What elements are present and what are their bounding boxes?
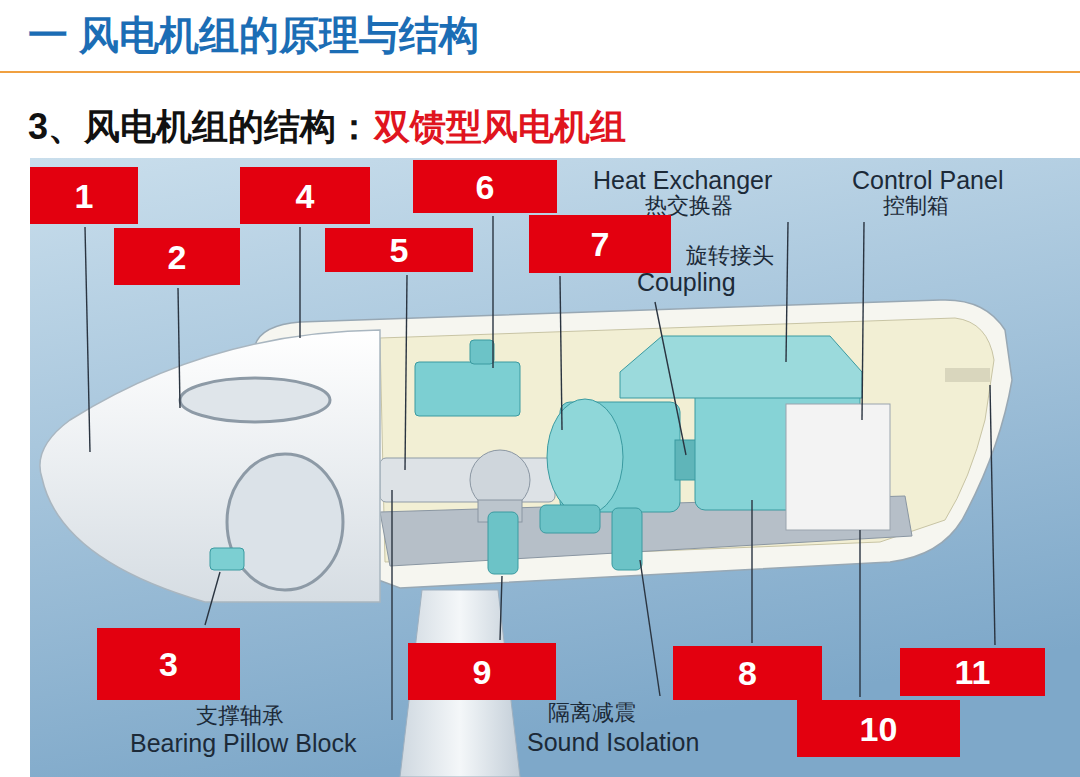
callout-number: 10 — [860, 712, 898, 746]
callout-box: 8 — [673, 646, 822, 700]
leader-line — [391, 490, 392, 720]
part-label: 隔离减震 — [548, 700, 636, 725]
leader-line — [205, 572, 220, 625]
vent-grille — [945, 368, 990, 382]
leader-line — [655, 302, 686, 455]
leader-line — [751, 500, 752, 643]
leader-line — [859, 530, 860, 697]
leader-line — [500, 576, 502, 640]
callout-box: 1 — [30, 167, 138, 224]
callout-box: 5 — [325, 228, 473, 272]
callout-number: 9 — [473, 655, 492, 689]
callout-number: 3 — [159, 647, 178, 681]
callout-number: 2 — [168, 240, 187, 274]
callout-number: 7 — [591, 227, 610, 261]
leader-line — [560, 276, 562, 430]
part-label: 支撑轴承 — [196, 703, 284, 728]
callout-number: 8 — [738, 656, 757, 690]
heat-exchanger — [620, 336, 862, 398]
part-label: Control Panel — [852, 166, 1003, 195]
hydraulic-unit — [415, 362, 520, 416]
callout-box: 4 — [240, 167, 370, 224]
part-label: 旋转接头 — [686, 243, 774, 268]
slide-title: 一 风电机组的原理与结构 — [28, 12, 479, 58]
section-heading-accent: 双馈型风电机组 — [374, 106, 626, 147]
part-label: Bearing Pillow Block — [130, 729, 357, 758]
leader-line — [862, 222, 864, 420]
callout-number: 1 — [75, 179, 94, 213]
blade-flange — [227, 454, 343, 590]
brake-unit — [540, 505, 600, 533]
leader-line — [178, 288, 180, 408]
hydraulic-tank — [470, 340, 494, 364]
leader-line — [990, 385, 995, 645]
callout-box: 7 — [529, 215, 671, 273]
coupling — [675, 440, 697, 480]
section-heading: 3、风电机组的结构： — [28, 106, 372, 147]
callout-number: 6 — [476, 170, 495, 204]
part-label: 控制箱 — [883, 193, 949, 218]
callout-box: 3 — [97, 628, 240, 700]
leader-line — [786, 222, 788, 362]
part-label: Heat Exchanger — [593, 166, 772, 195]
title-rule — [0, 71, 1080, 73]
leader-line — [492, 216, 493, 368]
leader-line — [640, 560, 660, 696]
part-label: Sound Isolation — [527, 728, 699, 757]
leader-line — [405, 275, 407, 470]
blade-flange — [180, 378, 330, 422]
pitch-motor — [210, 548, 244, 570]
yaw-drive — [488, 512, 518, 574]
callout-box: 11 — [900, 648, 1045, 696]
yaw-drive — [612, 508, 642, 570]
spinner — [40, 330, 380, 602]
callout-number: 5 — [390, 233, 409, 267]
callout-box: 10 — [797, 700, 960, 757]
leader-line — [85, 227, 90, 452]
leader-line — [299, 227, 300, 338]
illustration-ground — [30, 158, 1080, 777]
callout-box: 9 — [408, 643, 556, 700]
callout-number: 11 — [955, 655, 991, 689]
callout-box: 2 — [114, 228, 240, 285]
callout-number: 4 — [296, 179, 315, 213]
callout-box: 6 — [413, 160, 557, 213]
control-panel — [786, 404, 890, 530]
gearbox-ring — [547, 399, 623, 515]
